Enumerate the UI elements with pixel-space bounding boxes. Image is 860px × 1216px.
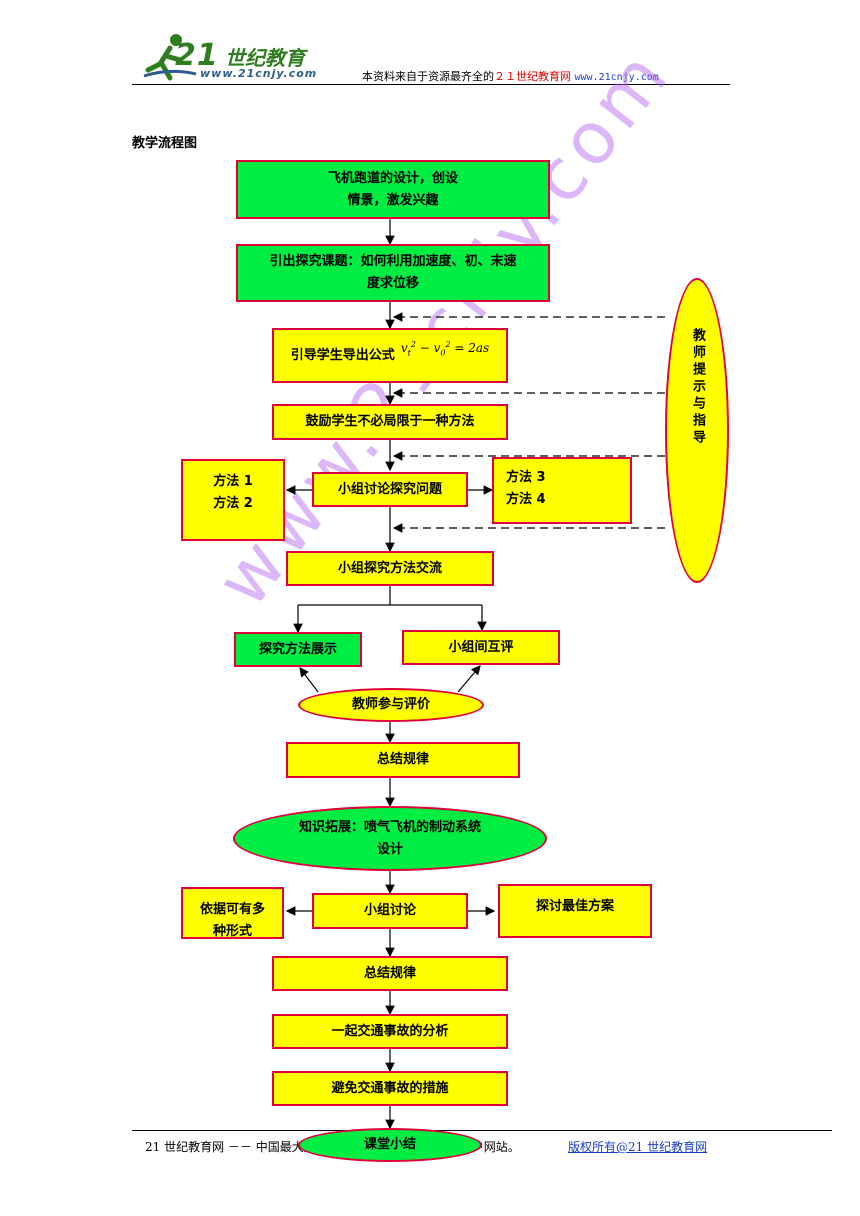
logo-number: 21 — [175, 38, 219, 73]
methods-right-box: 方法 3 方法 4 — [492, 457, 632, 524]
flow-step-summary-1: 总结规律 — [286, 742, 520, 778]
logo-name: 世纪教育 — [225, 46, 305, 70]
flow-step-teacher-evaluation: 教师参与评价 — [298, 688, 484, 722]
methods-left-box: 方法 1 方法 2 — [181, 459, 285, 541]
logo-url: www.21cnjy.com — [200, 67, 318, 80]
header-site-name: ２１世纪教育网 — [494, 70, 571, 83]
header-notice-prefix: 本资料来自于资源最齐全的 — [362, 70, 494, 83]
header-notice: 本资料来自于资源最齐全的２１世纪教育网 www.21cnjy.com — [362, 68, 659, 84]
flow-step-runway-design: 飞机跑道的设计，创设 情景，激发兴趣 — [236, 160, 550, 219]
footer-copyright-link[interactable]: 版权所有@21 世纪教育网 — [568, 1140, 708, 1154]
flow-step-group-discussion: 小组讨论探究问题 — [312, 472, 468, 507]
best-plan-box: 探讨最佳方案 — [498, 884, 652, 938]
flow-step-method-display: 探究方法展示 — [234, 632, 362, 667]
teacher-guidance-label: 教师提示与指导 — [690, 328, 705, 447]
teacher-guidance-ellipse: 教师提示与指导 — [665, 278, 729, 583]
flow-step-class-summary: 课堂小结 — [298, 1128, 482, 1162]
flow-step-group-discussion-2: 小组讨论 — [312, 893, 468, 929]
runner-logo-icon — [143, 34, 197, 81]
flow-step-method-exchange: 小组探究方法交流 — [286, 551, 494, 586]
section-title: 教学流程图 — [132, 136, 198, 151]
flow-step-encourage: 鼓励学生不必局限于一种方法 — [272, 404, 508, 440]
header-url-link[interactable]: www.21cnjy.com — [574, 72, 659, 83]
flow-step-topic: 引出探究课题：如何利用加速度、初、末速 度求位移 — [236, 244, 550, 302]
flow-step-knowledge-extension: 知识拓展：喷气飞机的制动系统 设计 — [233, 806, 547, 871]
flow-step-accident-analysis: 一起交通事故的分析 — [272, 1014, 508, 1049]
formula: vt2 − v02 = 2as — [400, 340, 490, 358]
flow-step-derive-formula: 引导学生导出公式 vt2 − v02 = 2as — [272, 328, 508, 383]
flow-step-accident-prevention: 避免交通事故的措施 — [272, 1071, 508, 1106]
header-divider — [132, 84, 730, 85]
footer-divider — [132, 1130, 832, 1131]
forms-left-box: 依据可有多 种形式 — [181, 887, 284, 939]
flow-step-peer-review: 小组间互评 — [402, 630, 560, 665]
flow-step-summary-2: 总结规律 — [272, 956, 508, 991]
derive-formula-label: 引导学生导出公式 — [290, 347, 395, 363]
